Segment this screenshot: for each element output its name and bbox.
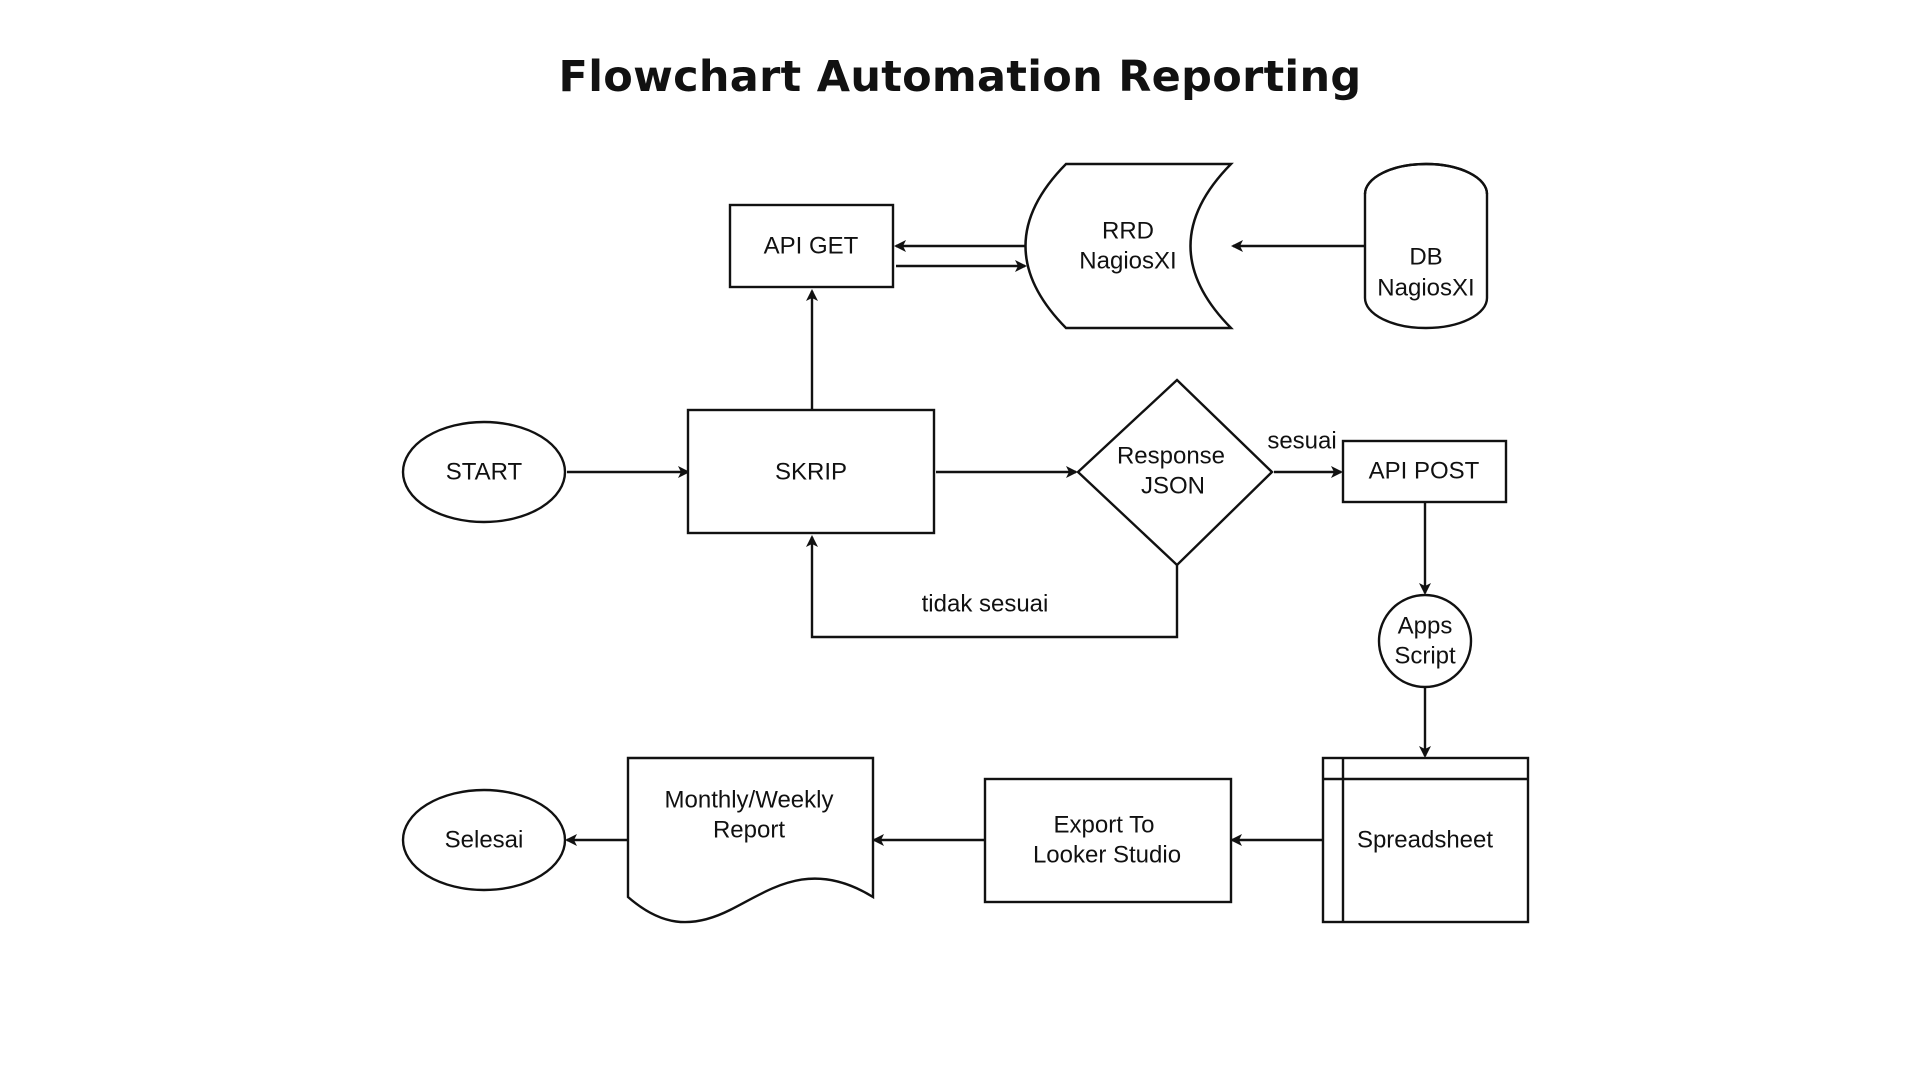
node-api-post-label: API POST — [1369, 458, 1480, 485]
node-response-label-line-2: JSON — [1141, 473, 1205, 500]
node-start-label: START — [446, 459, 523, 486]
node-selesai-label: Selesai — [445, 827, 524, 854]
decision-shape — [1076, 378, 1274, 567]
node-rrd-label-line-2: NagiosXI — [1079, 248, 1176, 275]
node-api-post[interactable]: API POST — [1341, 439, 1508, 504]
node-export-looker-studio[interactable]: Export To Looker Studio — [983, 777, 1233, 904]
database-top-rim — [1363, 162, 1489, 195]
node-spreadsheet-label: Spreadsheet — [1357, 827, 1493, 854]
node-start[interactable]: START — [401, 420, 567, 524]
process-shape — [728, 203, 895, 289]
node-api-get-label: API GET — [764, 233, 859, 260]
internal-storage-shape — [1321, 756, 1530, 924]
edge-label-tidak-sesuai: tidak sesuai — [922, 591, 1049, 618]
node-apps-script-label-line-2: Script — [1394, 643, 1456, 670]
document-shape — [626, 756, 875, 924]
node-response-label-line-1: Response — [1117, 443, 1225, 470]
node-selesai[interactable]: Selesai — [401, 788, 567, 892]
node-apps-script[interactable]: Apps Script — [1377, 593, 1473, 689]
connectors — [565, 240, 1431, 846]
node-skrip-label: SKRIP — [775, 459, 847, 486]
node-export-label-line-2: Looker Studio — [1033, 842, 1181, 869]
process-shape — [983, 777, 1233, 904]
stored-data-shape — [1024, 162, 1234, 330]
page-title: Flowchart Automation Reporting — [558, 52, 1362, 102]
node-export-label-line-1: Export To — [1054, 812, 1155, 839]
terminator-shape — [401, 420, 567, 524]
node-skrip[interactable]: SKRIP — [686, 408, 936, 535]
process-shape — [686, 408, 936, 535]
process-shape — [1341, 439, 1508, 504]
terminator-shape — [401, 788, 567, 892]
node-response-json[interactable]: Response JSON — [1076, 378, 1274, 567]
edge-response-to-skrip-loop — [806, 535, 1179, 639]
node-db-label-line-2: NagiosXI — [1377, 275, 1474, 302]
node-spreadsheet[interactable]: Spreadsheet — [1321, 756, 1530, 924]
edge-label-sesuai: sesuai — [1267, 428, 1336, 455]
node-report-label-line-1: Monthly/Weekly — [665, 787, 834, 814]
node-rrd-label-line-1: RRD — [1102, 218, 1154, 245]
node-monthly-weekly-report[interactable]: Monthly/Weekly Report — [626, 756, 875, 924]
connector-circle-shape — [1377, 593, 1473, 689]
node-db-label-line-1: DB — [1409, 244, 1442, 271]
node-api-get[interactable]: API GET — [728, 203, 895, 289]
node-apps-script-label-line-1: Apps — [1398, 613, 1453, 640]
node-rrd-nagiosxi[interactable]: RRD NagiosXI — [1024, 162, 1234, 330]
node-db-nagiosxi[interactable]: DB NagiosXI — [1363, 162, 1489, 330]
node-report-label-line-2: Report — [713, 817, 785, 844]
